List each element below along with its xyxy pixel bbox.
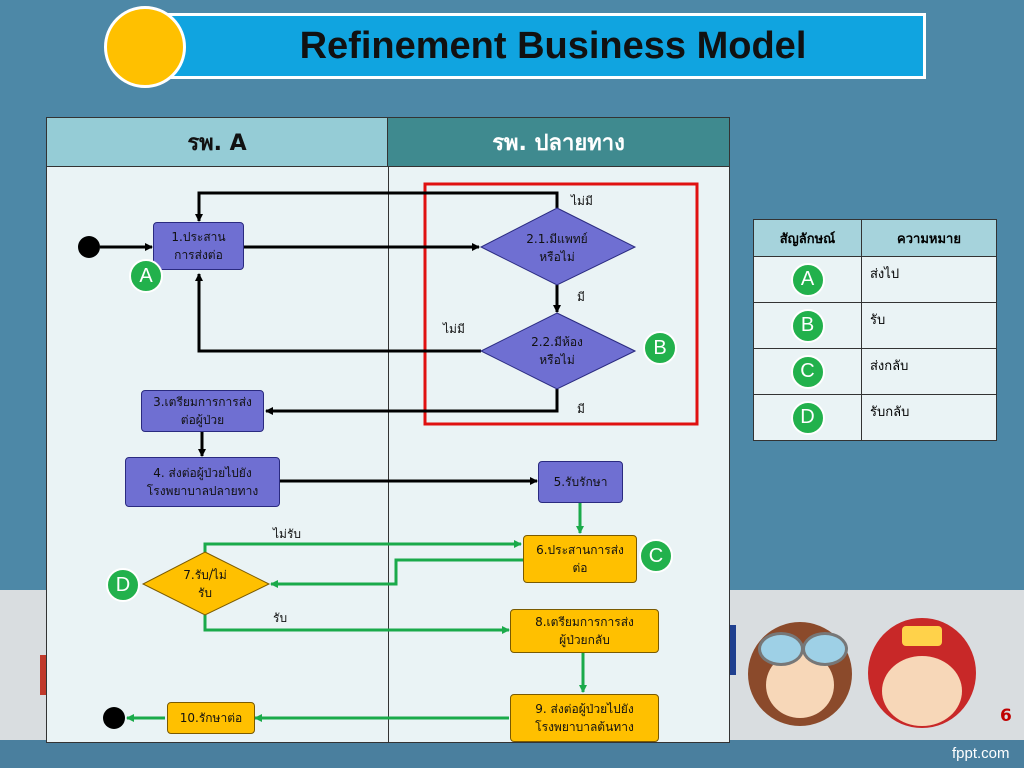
legend-badge-a: A <box>790 262 825 297</box>
legend-row: A ส่งไป <box>753 256 997 303</box>
lane-divider <box>388 167 389 743</box>
decision-2-1-doctor-available: 2.1.มีแพทย์ หรือไม่ <box>526 232 588 264</box>
flow-connectors <box>78 182 699 729</box>
legend-row: C ส่งกลับ <box>753 348 997 395</box>
legend-header-symbol: สัญลักษณ์ <box>753 219 862 257</box>
legend-symbol-cell: B <box>753 302 862 349</box>
step-3-prepare-referral: 3.เตรียมการการส่ง ต่อผู้ป่วย <box>141 390 264 432</box>
label-reject: ไม่รับ <box>273 527 302 541</box>
legend-symbol-cell: A <box>753 256 862 303</box>
decision-2-1-shape <box>479 207 637 286</box>
arrow-6-to-7 <box>270 558 523 588</box>
decision-7-accept-or-not: 7.รับ/ไม่ รับ <box>183 568 227 600</box>
arrow-7-accept-to-8 <box>203 615 510 634</box>
step-9-send-back: 9. ส่งต่อผู้ป่วยไปยัง โรงพยาบาลต้นทาง <box>510 694 659 742</box>
legend-meaning-receive-back: รับกลับ <box>861 394 997 441</box>
start-node <box>78 236 100 258</box>
arrow-7-reject-to-6 <box>203 540 522 552</box>
label-has-room: มี <box>577 402 585 416</box>
badge-d-diagram: D <box>106 568 140 602</box>
page-number: 6 <box>1000 706 1012 726</box>
step-5-receive-treatment: 5.รับรักษา <box>538 461 623 503</box>
legend-row: D รับกลับ <box>753 394 997 441</box>
decision-7-shape <box>141 551 271 616</box>
step-10-continue-treatment: 10.รักษาต่อ <box>167 702 255 734</box>
arrow-2-2-yes-to-3 <box>265 389 559 415</box>
highlight-box <box>423 182 699 426</box>
bottom-strip <box>0 740 1024 768</box>
swimlane-diagram: รพ. A รพ. ปลายทาง <box>46 117 730 743</box>
label-accept: รับ <box>273 611 288 625</box>
badge-c-diagram: C <box>639 539 673 573</box>
legend-meaning-send-back: ส่งกลับ <box>861 348 997 395</box>
legend-header-meaning: ความหมาย <box>861 219 997 257</box>
step-8-prepare-return: 8.เตรียมการการส่ง ผู้ป่วยกลับ <box>510 609 659 653</box>
step-1-coordinate-referral: 1.ประสาน การส่งต่อ <box>153 222 244 270</box>
legend-row: B รับ <box>753 302 997 349</box>
legend-badge-d: D <box>790 400 825 435</box>
decision-2-2-room-available: 2.2.มีห้อง หรือไม่ <box>531 335 583 367</box>
lane-header-hospital-a: รพ. A <box>47 118 388 167</box>
label-has-doctor: มี <box>577 290 585 304</box>
legend-meaning-send: ส่งไป <box>861 256 997 303</box>
watermark: fppt.com <box>952 745 1010 762</box>
title-circle-decoration <box>104 6 186 88</box>
legend-badge-c: C <box>790 354 825 389</box>
legend-table: สัญลักษณ์ ความหมาย A ส่งไป B รับ C ส่งกล… <box>753 219 997 441</box>
title-bar: Refinement Business Model <box>150 13 926 79</box>
badge-b-diagram: B <box>643 331 677 365</box>
legend-header-row: สัญลักษณ์ ความหมาย <box>753 219 997 257</box>
label-no-doctor: ไม่มี <box>571 194 593 208</box>
slide-title: Refinement Business Model <box>299 24 807 67</box>
legend-symbol-cell: D <box>753 394 862 441</box>
lane-header-destination-hospital: รพ. ปลายทาง <box>388 118 729 167</box>
avatar-bellhop <box>868 618 976 728</box>
label-no-room: ไม่มี <box>443 322 465 336</box>
step-4-send-patient: 4. ส่งต่อผู้ป่วยไปยัง โรงพยาบาลปลายทาง <box>125 457 280 507</box>
legend-badge-b: B <box>790 308 825 343</box>
badge-a-diagram: A <box>129 259 163 293</box>
arrow-2-1-no-to-1 <box>195 191 559 222</box>
end-node <box>103 707 125 729</box>
avatar-aviator <box>748 622 852 726</box>
arrow-2-2-no-to-1 <box>195 273 481 353</box>
decision-2-2-shape <box>479 312 637 390</box>
legend-symbol-cell: C <box>753 348 862 395</box>
legend-meaning-receive: รับ <box>861 302 997 349</box>
step-6-coordinate-return: 6.ประสานการส่ง ต่อ <box>523 535 637 583</box>
